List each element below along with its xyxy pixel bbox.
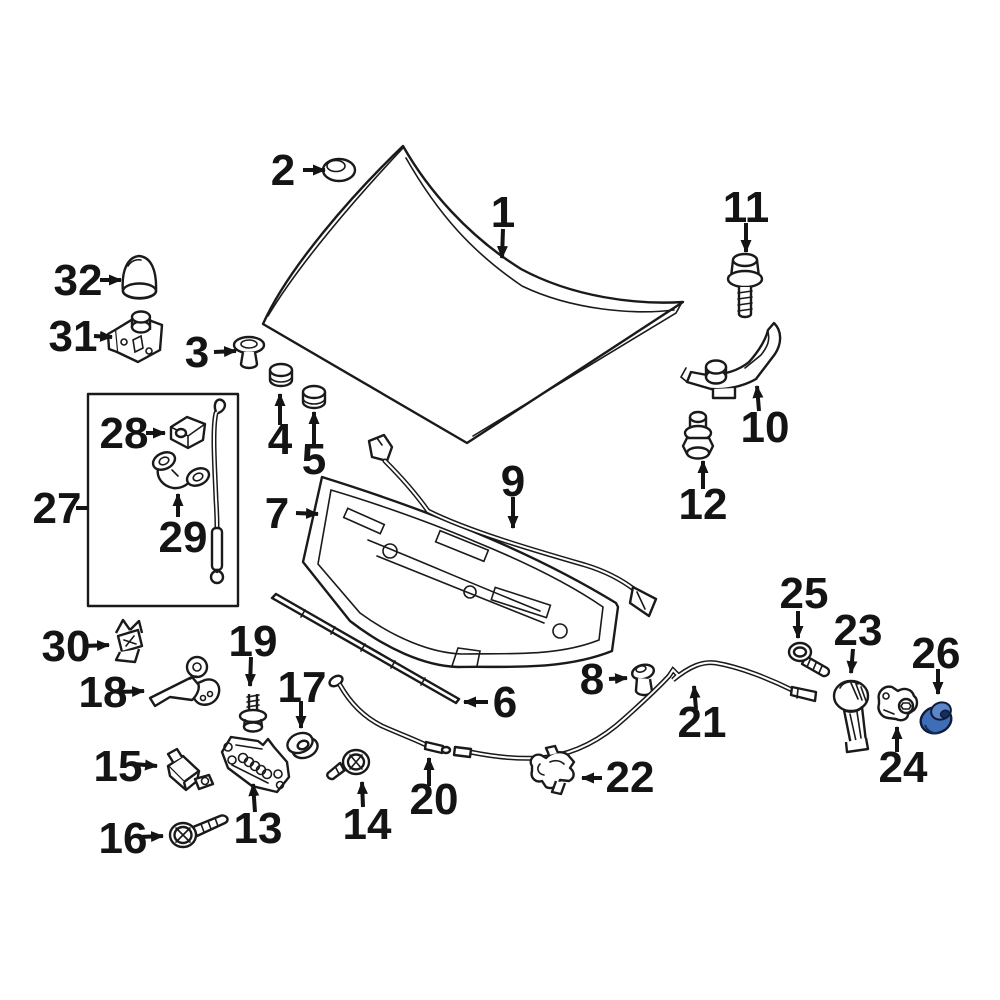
label-11: 11 <box>723 183 770 232</box>
label-3: 3 <box>185 328 209 377</box>
part-25-bolt <box>787 641 831 678</box>
part-2-plug-grommet <box>321 157 357 183</box>
label-26: 26 <box>912 629 961 678</box>
label-28: 28 <box>100 409 149 458</box>
label-10: 10 <box>741 403 790 452</box>
part-19-screw <box>238 694 268 733</box>
label-14: 14 <box>343 800 392 849</box>
label-5: 5 <box>302 435 326 484</box>
part-15-latch-switch <box>166 747 215 792</box>
leader-arrows <box>83 164 944 842</box>
part-27-prop-rod <box>209 398 227 585</box>
label-20: 20 <box>410 775 459 824</box>
label-13: 13 <box>234 804 283 853</box>
part-number-labels: 1 2 3 4 5 6 7 8 9 10 11 12 13 14 15 16 1… <box>33 146 961 863</box>
label-32: 32 <box>54 256 103 305</box>
part-10-hinge <box>679 321 782 400</box>
part-4-bumper <box>268 362 294 388</box>
label-7: 7 <box>265 489 289 538</box>
label-30: 30 <box>42 622 91 671</box>
label-18: 18 <box>79 668 128 717</box>
part-5-bumper <box>301 384 327 410</box>
part-11-hinge-bolt <box>726 252 764 319</box>
label-12: 12 <box>679 480 728 529</box>
part-13-hood-latch <box>220 735 291 794</box>
part-9-cowl-seal <box>367 433 658 618</box>
label-1: 1 <box>491 188 515 237</box>
label-24: 24 <box>879 743 928 792</box>
part-20-release-rod <box>328 674 452 755</box>
part-23-release-handle <box>832 679 870 754</box>
part-30-clip <box>114 618 144 664</box>
label-8: 8 <box>580 655 604 704</box>
label-25: 25 <box>780 569 829 618</box>
label-15: 15 <box>94 742 143 791</box>
label-4: 4 <box>268 415 293 464</box>
part-16-bolt <box>168 814 229 849</box>
part-8-clip <box>630 663 656 697</box>
part-14-bolt <box>326 748 371 781</box>
label-23: 23 <box>834 606 883 655</box>
label-29: 29 <box>159 513 208 562</box>
part-1-hood-panel <box>261 144 685 445</box>
label-21: 21 <box>678 698 727 747</box>
part-31-bracket <box>106 310 164 364</box>
part-24-handle-bracket <box>877 685 919 722</box>
label-31: 31 <box>49 312 98 361</box>
label-6: 6 <box>493 678 517 727</box>
label-19: 19 <box>229 617 278 666</box>
part-18-safety-hook <box>148 655 221 708</box>
label-9: 9 <box>501 457 525 506</box>
part-6-front-seal <box>270 592 461 705</box>
label-2: 2 <box>271 146 295 195</box>
part-32-overslam-bumper <box>121 254 158 300</box>
label-17: 17 <box>278 663 327 712</box>
part-28-rod-clip <box>169 415 207 450</box>
part-17-grommet <box>286 731 319 760</box>
label-16: 16 <box>99 814 148 863</box>
part-22-cable-clip <box>529 744 576 796</box>
part-3-clip <box>232 335 266 370</box>
part-26-grommet-highlighted <box>919 701 953 735</box>
part-29-rod-bracket <box>151 451 211 490</box>
part-7-insulator-pad <box>301 475 620 669</box>
label-27: 27 <box>33 484 82 533</box>
label-22: 22 <box>606 753 655 802</box>
part-12-clip <box>681 410 715 460</box>
